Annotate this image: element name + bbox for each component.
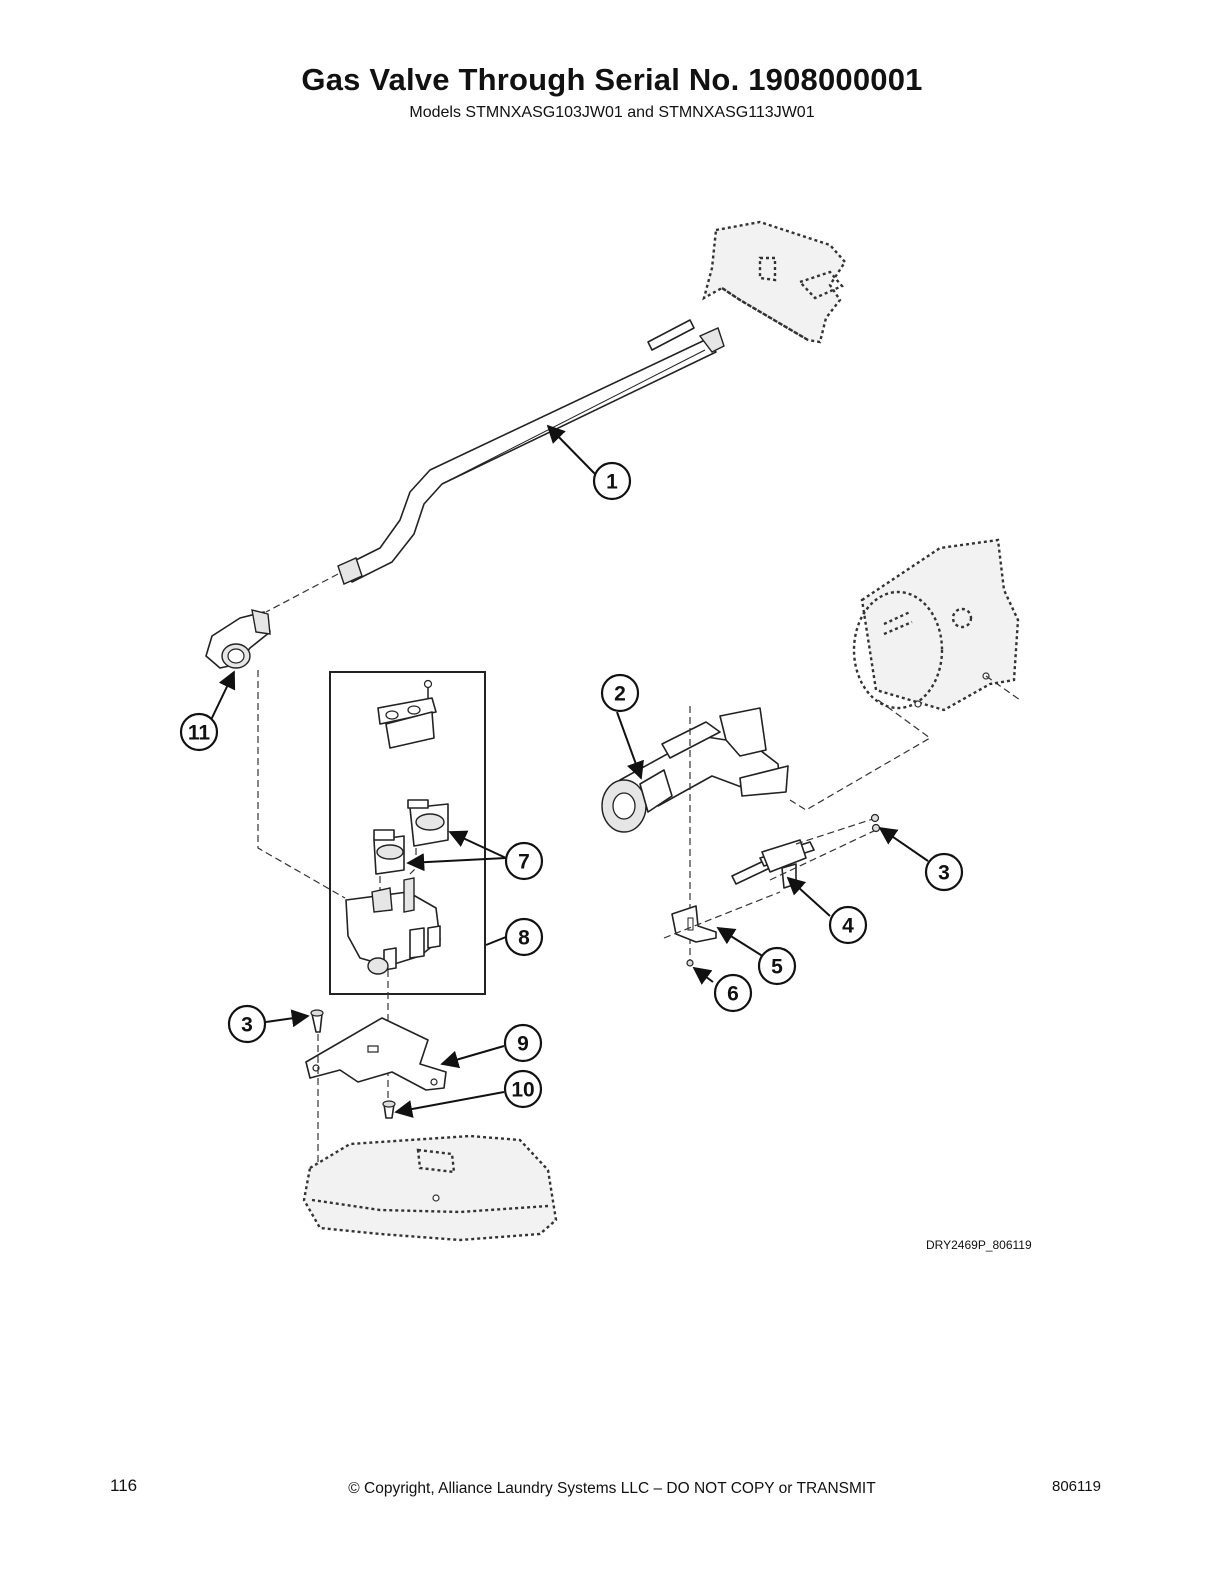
callout-5-label: 5 xyxy=(771,956,783,979)
callout-7-label: 7 xyxy=(518,851,530,874)
callout-3-left-label: 3 xyxy=(241,1014,253,1037)
page-number: 116 xyxy=(110,1476,138,1495)
valve-coil-parts xyxy=(373,799,449,890)
leader-lines xyxy=(209,424,929,1118)
callout-10: 10 xyxy=(503,1069,543,1109)
callout-10-label: 10 xyxy=(511,1079,534,1102)
burner-part xyxy=(601,707,789,833)
callout-2-label: 2 xyxy=(614,683,626,706)
igniter-screws-part xyxy=(870,813,881,833)
copyright-notice: © Copyright, Alliance Laundry Systems LL… xyxy=(348,1480,876,1497)
callout-5: 5 xyxy=(757,946,797,986)
callout-8-label: 8 xyxy=(518,927,530,950)
callout-11: 11 xyxy=(179,712,219,752)
gas-pipe-part xyxy=(337,319,725,585)
gas-valve-part xyxy=(345,877,441,975)
valve-clip-part xyxy=(377,679,437,749)
combustion-chamber-ghost xyxy=(852,538,1020,712)
callout-8: 8 xyxy=(504,917,544,957)
callout-6: 6 xyxy=(713,973,753,1013)
callout-9-label: 9 xyxy=(517,1033,529,1056)
callout-9: 9 xyxy=(503,1023,543,1063)
callout-4-label: 4 xyxy=(842,915,854,938)
screw-bottom-part xyxy=(382,1100,396,1119)
callout-6-label: 6 xyxy=(727,983,739,1006)
callout-3-right: 3 xyxy=(924,852,964,892)
callout-3-right-label: 3 xyxy=(938,862,950,885)
bracket-screw-part xyxy=(686,959,694,967)
elbow-fitting-part xyxy=(205,609,271,669)
document-number: 806119 xyxy=(1052,1478,1101,1495)
callout-1-label: 1 xyxy=(606,471,618,494)
screw-left-part xyxy=(310,1009,324,1033)
page-title: Gas Valve Through Serial No. 1908000001 xyxy=(301,62,923,97)
cabinet-bracket-ghost xyxy=(702,220,847,344)
base-ghost xyxy=(302,1134,558,1242)
callout-2: 2 xyxy=(600,673,640,713)
drawing-code: DRY2469P_806119 xyxy=(926,1238,1032,1252)
gas-valve-kit-box xyxy=(329,671,486,995)
callout-7: 7 xyxy=(504,841,544,881)
callout-11-label: 11 xyxy=(188,722,211,745)
igniter-part xyxy=(731,839,815,889)
callout-1: 1 xyxy=(592,461,632,501)
valve-bracket-part xyxy=(305,1017,447,1091)
igniter-bracket-part xyxy=(671,905,717,943)
page-subtitle: Models STMNXASG103JW01 and STMNXASG113JW… xyxy=(409,104,815,121)
callout-4: 4 xyxy=(828,905,868,945)
callout-3-left: 3 xyxy=(227,1004,267,1044)
